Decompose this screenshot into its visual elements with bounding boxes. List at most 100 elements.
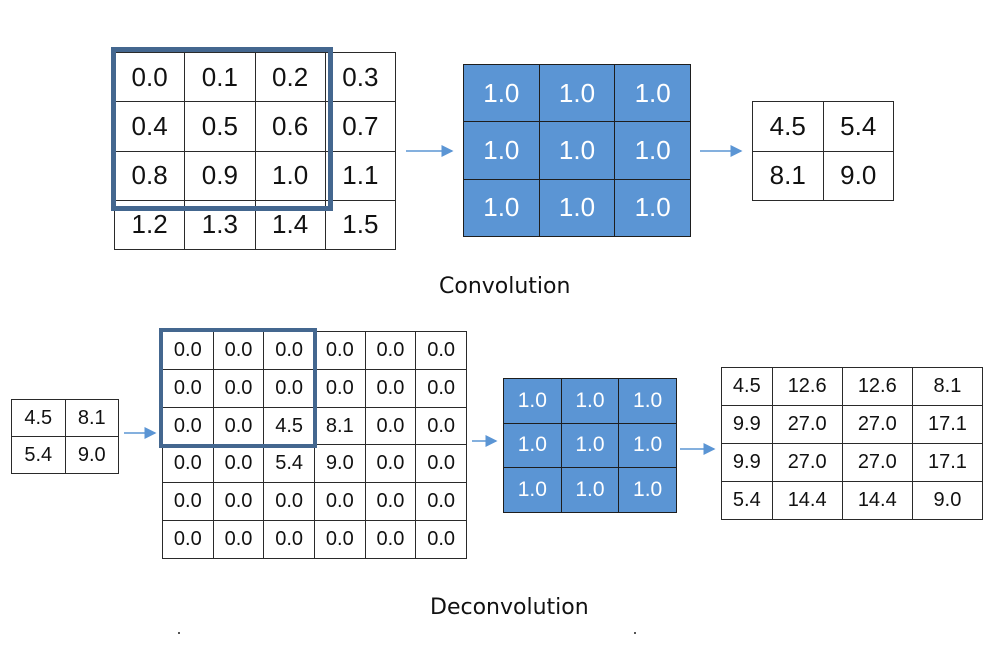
matrix-cell: 0.0 (364, 520, 417, 559)
matrix-cell: 9.9 (721, 443, 773, 482)
matrix-cell: 27.0 (841, 405, 913, 444)
matrix-cell: 0.0 (212, 406, 265, 446)
matrix-cell: 0.0 (263, 482, 315, 522)
matrix-cell: 5.4 (822, 101, 894, 152)
matrix-cell: 0.0 (162, 406, 214, 446)
matrix-cell: 0.0 (313, 520, 366, 559)
convolution-caption: Convolution (439, 274, 571, 299)
matrix-cell: 4.5 (11, 399, 66, 437)
matrix-cell: 0.0 (162, 520, 214, 559)
matrix-cell: 0.0 (313, 331, 366, 370)
matrix-cell: 1.0 (254, 150, 326, 201)
matrix-cell: 27.0 (841, 443, 913, 482)
matrix-cell: 1.0 (614, 178, 691, 238)
matrix-cell: 0.0 (263, 368, 315, 408)
matrix-cell: 1.0 (618, 422, 677, 469)
matrix-cell: 8.1 (911, 367, 984, 406)
matrix-cell: 9.9 (721, 405, 773, 444)
matrix-cell: 1.0 (503, 378, 562, 424)
decorative-dot (634, 632, 636, 634)
matrix-cell: 0.0 (415, 406, 467, 446)
matrix-cell: 17.1 (911, 443, 984, 482)
matrix-cell: 0.0 (415, 368, 467, 408)
matrix-cell: 0.5 (184, 101, 256, 152)
matrix-cell: 1.0 (618, 378, 677, 424)
matrix-cell: 0.0 (364, 368, 417, 408)
matrix-cell: 27.0 (771, 405, 843, 444)
matrix-cell: 0.0 (415, 331, 467, 370)
matrix-cell: 8.1 (64, 399, 119, 437)
matrix-cell: 5.4 (11, 436, 66, 474)
matrix-cell: 9.0 (822, 150, 894, 201)
matrix-cell: 0.0 (415, 444, 467, 484)
matrix-cell: 0.9 (184, 150, 256, 201)
matrix-cell: 0.0 (162, 482, 214, 522)
matrix-cell: 0.0 (415, 520, 467, 559)
matrix-cell: 1.0 (463, 178, 540, 238)
matrix-cell: 1.0 (538, 121, 616, 180)
matrix-cell: 9.0 (64, 436, 119, 474)
matrix-cell: 12.6 (841, 367, 913, 406)
matrix-cell: 14.4 (771, 481, 843, 520)
matrix-cell: 14.4 (841, 481, 913, 520)
matrix-cell: 1.0 (538, 178, 616, 238)
decorative-dot (178, 632, 180, 634)
matrix-cell: 12.6 (771, 367, 843, 406)
matrix-cell: 0.0 (212, 520, 265, 559)
matrix-cell: 0.0 (212, 331, 265, 370)
matrix-cell: 1.0 (503, 467, 562, 513)
matrix-cell: 1.0 (560, 467, 620, 513)
matrix-cell: 5.4 (721, 481, 773, 520)
matrix-cell: 1.0 (614, 63, 691, 123)
matrix-cell: 1.0 (463, 121, 540, 180)
matrix-cell: 1.0 (463, 63, 540, 123)
deconv-kernel-window-highlight (159, 328, 317, 448)
matrix-cell: 0.0 (364, 406, 417, 446)
matrix-cell: 0.7 (324, 101, 397, 152)
matrix-cell: 8.1 (313, 406, 366, 446)
matrix-cell: 0.0 (364, 444, 417, 484)
matrix-cell: 1.0 (560, 422, 620, 469)
matrix-cell: 1.0 (618, 467, 677, 513)
matrix-cell: 0.0 (162, 444, 214, 484)
matrix-cell: 0.1 (184, 51, 256, 103)
matrix-cell: 8.1 (752, 150, 824, 201)
matrix-cell: 17.1 (911, 405, 984, 444)
matrix-cell: 0.0 (364, 331, 417, 370)
matrix-cell: 0.2 (254, 51, 326, 103)
matrix-cell: 1.5 (324, 199, 397, 251)
matrix-cell: 1.0 (560, 378, 620, 424)
matrix-cell: 4.5 (752, 101, 824, 152)
conv-kernel-window-highlight (111, 47, 333, 211)
matrix-cell: 1.0 (614, 121, 691, 180)
matrix-cell: 0.0 (113, 51, 186, 103)
deconvolution-caption: Deconvolution (430, 595, 589, 620)
matrix-cell: 0.0 (212, 482, 265, 522)
matrix-cell: 1.0 (503, 422, 562, 469)
